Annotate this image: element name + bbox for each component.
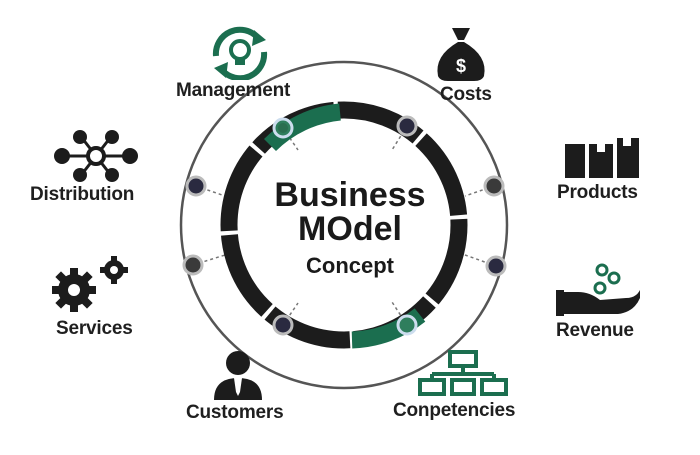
label-customers: Customers [186,402,284,423]
hand-coins-icon [556,263,640,316]
money-bag-icon: $ [437,28,485,81]
person-icon [214,351,262,400]
label-distribution: Distribution [30,184,135,205]
center-title-line3: Concept [306,253,394,278]
center-title-line1: Business [274,176,426,214]
label-management: Management [176,80,291,101]
label-services: Services [56,318,133,339]
org-chart-icon [418,350,508,396]
network-hub-icon [54,130,138,182]
label-costs: Costs [440,84,492,105]
center-title-line2: MOdel [298,210,402,248]
gears-icon [52,256,128,312]
label-conpetencies: Conpetencies [393,400,516,421]
lightbulb-cycle-icon [212,26,268,80]
label-revenue: Revenue [556,320,634,341]
svg-text:$: $ [456,56,466,76]
label-products: Products [557,182,638,203]
boxes-icon [565,138,639,178]
